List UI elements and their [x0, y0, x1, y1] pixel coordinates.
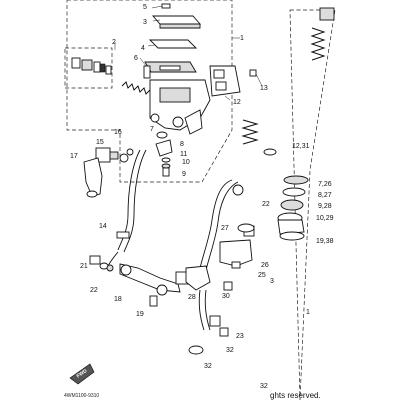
- callout-labels: 5 3 1 2 4 6 13 12 7 16 8 11 15 17 10 9 1…: [70, 4, 334, 390]
- assembly-outline-upper: [66, 0, 233, 183]
- piston-kit-box: [64, 47, 113, 89]
- callout-16: 16: [114, 129, 122, 136]
- callout-7-26: 7,26: [318, 181, 332, 188]
- fwd-arrow: FWD: [69, 363, 95, 385]
- fwd-label: FWD: [76, 368, 89, 380]
- callout-3b: 3: [270, 278, 274, 285]
- cap-screw-part: [151, 3, 171, 9]
- diaphragm-part: [144, 61, 197, 73]
- callout-22b: 22: [262, 201, 270, 208]
- rights-text: ghts reserved.: [270, 391, 321, 400]
- callout-1a: 1: [240, 35, 244, 42]
- callout-26: 26: [261, 262, 269, 269]
- callout-15: 15: [96, 139, 104, 146]
- callout-11: 11: [180, 151, 187, 158]
- callout-21: 21: [80, 263, 88, 270]
- callout-3a: 3: [143, 19, 147, 26]
- callout-10: 10: [182, 159, 190, 166]
- front-fork-column: [241, 7, 336, 400]
- bolt-part: [139, 57, 151, 79]
- callout-13: 13: [260, 85, 268, 92]
- callout-28: 28: [188, 294, 196, 301]
- elbow-fitting-part: [83, 157, 103, 198]
- callout-30: 30: [222, 293, 230, 300]
- callout-32b: 32: [204, 363, 212, 370]
- callout-6: 6: [134, 55, 138, 62]
- callout-5: 5: [143, 4, 147, 11]
- callout-7: 7: [150, 126, 154, 133]
- brake-hose-left: [107, 149, 147, 267]
- callout-25: 25: [258, 272, 266, 279]
- callout-1b: 1: [306, 309, 310, 316]
- handlebar-holder-part: [209, 65, 241, 101]
- callout-27: 27: [221, 225, 229, 232]
- catalog-code: 4WM1100-9310: [64, 393, 99, 399]
- callout-9: 9: [182, 171, 186, 178]
- callout-18: 18: [114, 296, 122, 303]
- banjo-bolt-part: [95, 147, 134, 163]
- callout-19: 19: [136, 311, 144, 318]
- reservoir-cap-part: [152, 15, 201, 29]
- cap-plate-part: [147, 39, 198, 49]
- callout-2: 2: [112, 39, 116, 46]
- callout-10-29: 10,29: [316, 215, 334, 222]
- callout-32c: 32: [260, 383, 268, 390]
- callout-8: 8: [180, 141, 184, 148]
- caliper-assembly-right: [185, 179, 255, 355]
- callout-12-31: 12,31: [292, 143, 310, 150]
- holder-bolt-part: [249, 69, 263, 87]
- master-cylinder-group: [64, 0, 263, 183]
- callout-19-38: 19,38: [316, 238, 334, 245]
- callout-8-27: 8,27: [318, 192, 332, 199]
- callout-12: 12: [233, 99, 241, 106]
- union-bolt-parts: [155, 131, 173, 177]
- fork-seal-stack: [277, 175, 309, 241]
- piston-kit-part: [71, 42, 151, 95]
- callout-32a: 32: [226, 347, 234, 354]
- master-cylinder-body-part: [149, 79, 211, 135]
- callout-14: 14: [99, 223, 107, 230]
- callout-9-28: 9,28: [318, 203, 332, 210]
- callout-4: 4: [141, 45, 145, 52]
- callout-22a: 22: [90, 287, 98, 294]
- callout-23: 23: [236, 333, 244, 340]
- caliper-bracket-left: [89, 255, 191, 307]
- callout-17: 17: [70, 153, 78, 160]
